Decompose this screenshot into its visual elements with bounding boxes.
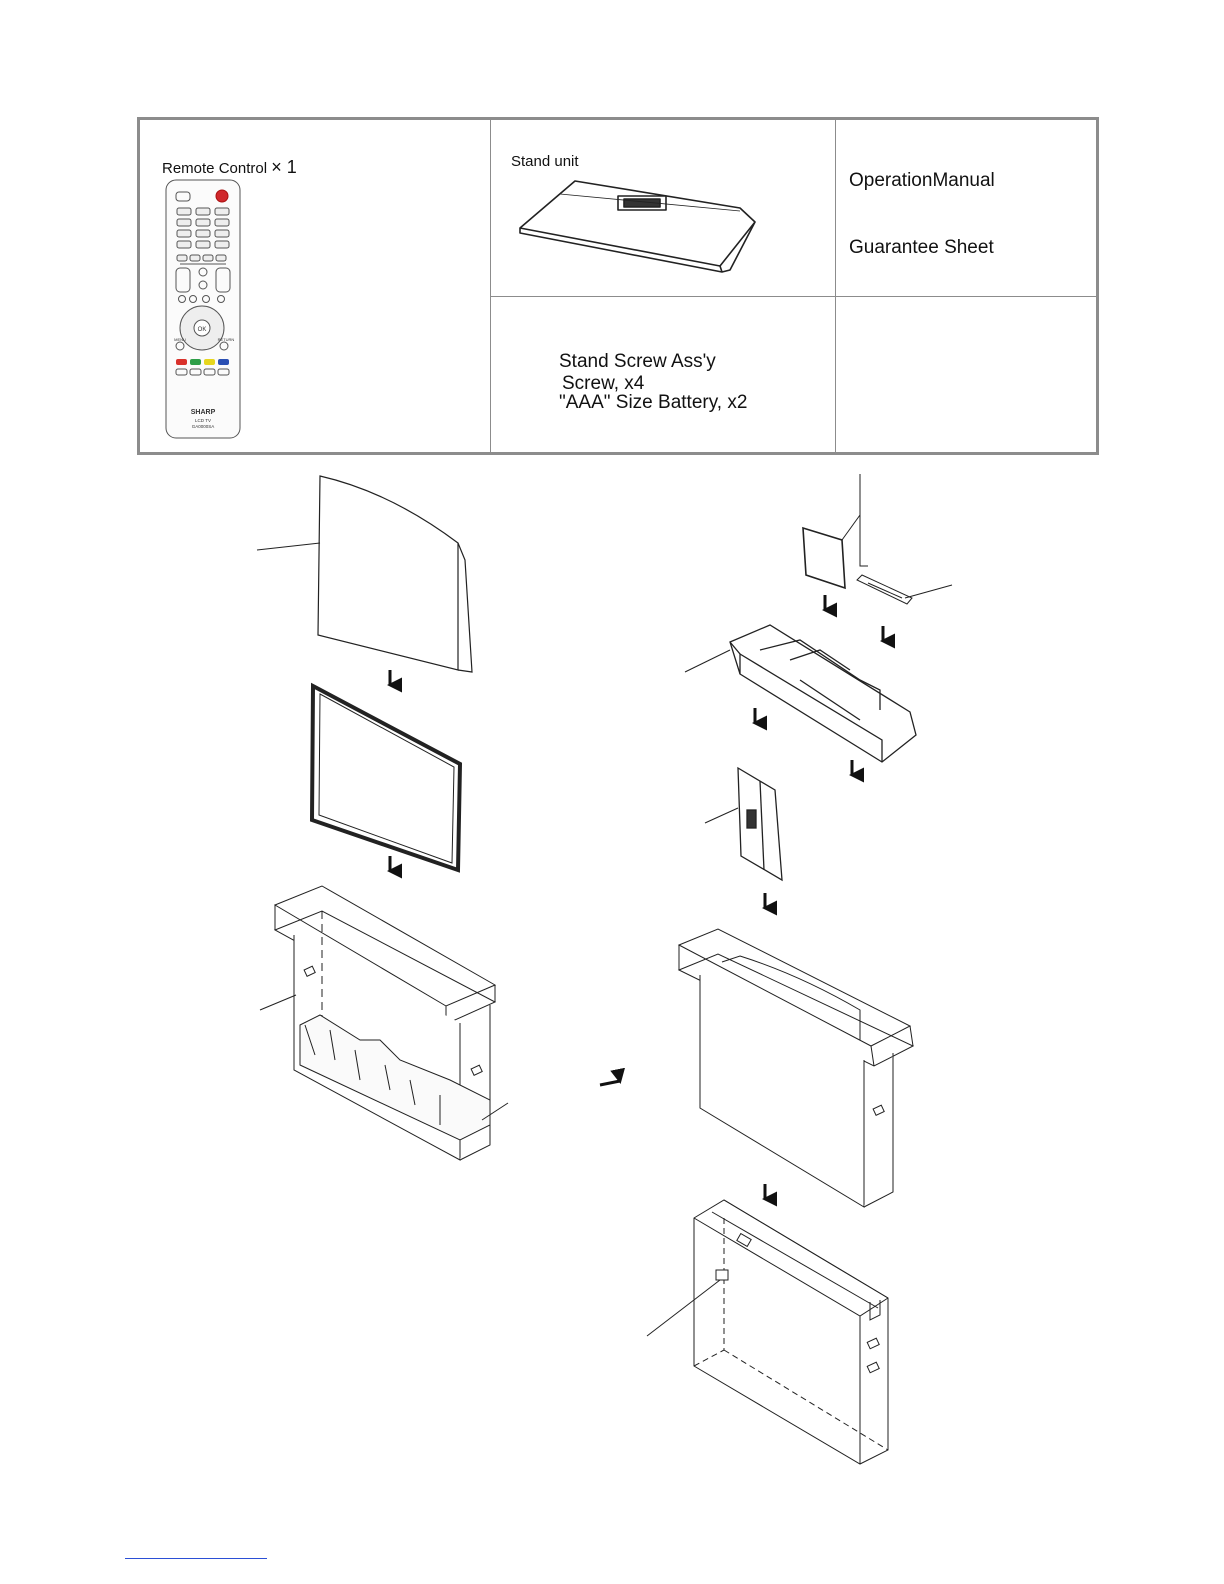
leader-line [685, 650, 730, 672]
outer-carton [694, 1200, 888, 1464]
foam-accessory-tray [730, 625, 916, 762]
leader-line [905, 585, 952, 598]
manual-booklet [803, 474, 868, 588]
lcd-tv-panel [312, 686, 460, 870]
arrow-right-icon [600, 1081, 620, 1085]
stand-foam-pack [738, 768, 782, 880]
remote-model-line2: GA0000SA [192, 424, 215, 429]
carton-closed-flaps [679, 929, 913, 1207]
remote-return-label: RETURN [218, 337, 235, 342]
carton-open [275, 886, 495, 1160]
remote-ok-label: OK [198, 327, 207, 333]
remote-model-line1: LCD TV [195, 418, 211, 423]
protective-sheet [318, 476, 472, 672]
remote-control-packed [857, 575, 912, 604]
leader-line [257, 543, 320, 550]
remote-brand-label: SHARP [191, 409, 216, 416]
leader-line [260, 995, 296, 1010]
stand-unit-illustration [520, 181, 755, 272]
power-button-icon [216, 190, 228, 202]
remote-menu-label: MENU [174, 337, 186, 342]
footer-link-underline [125, 1558, 267, 1559]
remote-control-illustration [166, 180, 240, 438]
leader-line [705, 808, 738, 823]
